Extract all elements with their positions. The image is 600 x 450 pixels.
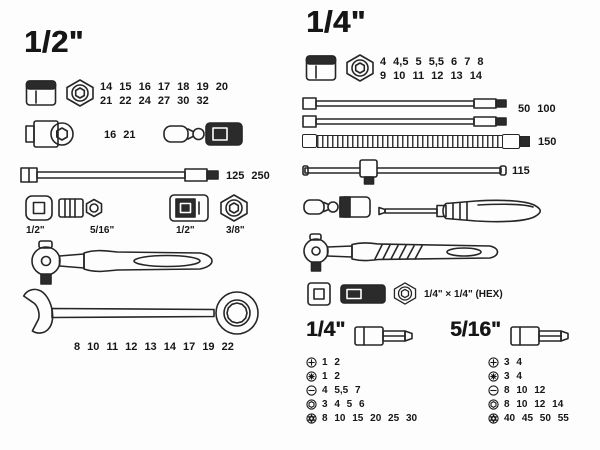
half-extension-bar-illustration <box>20 164 220 186</box>
hex-icon <box>488 399 499 410</box>
half-drive-adapter-illustration <box>168 192 210 224</box>
flex-extension-drive-square <box>520 135 530 147</box>
half-deep-socket-sizes: 16 21 <box>104 129 136 141</box>
bit-sizes: 8 10 12 14 <box>504 399 564 410</box>
quarter-hex-socket-illustration <box>344 53 376 83</box>
half-socket-illustration <box>24 78 58 108</box>
bit-sizes: 3 4 <box>504 357 522 368</box>
quarter-sliding-tbar-illustration <box>302 155 507 185</box>
quarter-socket-illustration <box>304 53 338 83</box>
half-universal-joint-illustration <box>162 114 246 154</box>
quarter-flex-extension-size: 150 <box>538 136 557 148</box>
bit-list-five-sixteenth: 3 4 3 4 8 10 12 8 10 12 14 40 45 50 55 <box>488 357 569 427</box>
flex-extension-right-cap <box>502 133 520 149</box>
bit-sizes: 8 10 12 <box>504 385 546 396</box>
quarter-socket-adapter-illustration <box>340 283 386 305</box>
flex-extension-ribbed-shaft <box>317 134 502 148</box>
bit-row: 1 2 <box>306 357 417 368</box>
quarter-extension-bar-2-illustration <box>302 114 510 129</box>
quarter-tbar-size: 115 <box>512 165 530 177</box>
quarter-hex-adapter-illustration <box>392 281 418 306</box>
bit-row: 40 45 50 55 <box>488 413 569 424</box>
bit-row: 8 10 12 14 <box>488 399 569 410</box>
quarter-extension-bar-1-illustration <box>302 96 510 111</box>
bit-row: 4 5,5 7 <box>306 385 417 396</box>
bits-title-five-sixteenth: 5/16" <box>450 318 501 341</box>
bit-sizes: 40 45 50 55 <box>504 413 569 424</box>
bits-title-quarter: 1/4" <box>306 318 346 341</box>
bit-sizes: 3 4 <box>504 371 522 382</box>
wrench-sizes: 8 10 11 12 13 14 17 19 22 <box>74 341 234 353</box>
section-title-half-inch: 1/2" <box>24 24 84 59</box>
bit-sizes: 8 10 15 20 25 30 <box>322 413 418 424</box>
bit-row: 1 2 <box>306 371 417 382</box>
pozidriv-icon <box>306 371 317 382</box>
quarter-square-adapter-illustration <box>306 281 332 307</box>
half-hex-socket-illustration <box>64 78 96 108</box>
quarter-universal-joint-illustration <box>302 189 374 225</box>
bit-list-quarter: 1 2 1 2 4 5,5 7 3 4 5 6 8 10 15 20 25 30 <box>306 357 417 427</box>
adapter-label-1: 1/2" <box>26 225 45 236</box>
bit-row: 8 10 15 20 25 30 <box>306 413 417 424</box>
torx-icon <box>306 413 317 424</box>
half-bit-adapter-illustration <box>58 194 104 222</box>
bit-row: 3 4 <box>488 371 569 382</box>
bit-row: 3 4 <box>488 357 569 368</box>
flex-extension-left-cap <box>302 134 317 148</box>
bit-sizes: 1 2 <box>322 357 340 368</box>
quarter-socket-sizes-line1: 4 4,5 5 5,5 6 7 8 <box>380 56 484 68</box>
quarter-spinner-handle-illustration <box>378 195 546 227</box>
half-socket-sizes-line2: 21 22 24 27 30 32 <box>100 95 209 107</box>
torx-icon <box>488 413 499 424</box>
bit-sizes: 1 2 <box>322 371 340 382</box>
combination-wrench-illustration <box>14 288 269 338</box>
quarter-socket-sizes-line2: 9 10 11 12 13 14 <box>380 70 482 82</box>
slotted-icon <box>306 385 317 396</box>
bit-sizes: 4 5,5 7 <box>322 385 361 396</box>
adapter-label-2: 5/16" <box>90 225 115 236</box>
quarter-flexible-extension-illustration <box>302 133 530 149</box>
slotted-icon <box>488 385 499 396</box>
quarter-adapter-label: 1/4" × 1/4" (HEX) <box>424 289 503 300</box>
phillips-icon <box>488 357 499 368</box>
five-sixteenth-bit-holder-illustration <box>510 325 574 347</box>
adapter-label-4: 3/8" <box>226 225 245 236</box>
half-hex-adapter-illustration <box>218 193 250 223</box>
quarter-ratchet-illustration <box>296 233 504 273</box>
half-deep-socket-illustration <box>24 116 74 152</box>
bit-row: 8 10 12 <box>488 385 569 396</box>
bit-row: 3 4 5 6 <box>306 399 417 410</box>
phillips-icon <box>306 357 317 368</box>
half-socket-sizes-line1: 14 15 16 17 18 19 20 <box>100 81 228 93</box>
quarter-extension-sizes: 50 100 <box>518 103 556 115</box>
quarter-bit-holder-illustration <box>354 325 418 347</box>
bit-sizes: 3 4 5 6 <box>322 399 365 410</box>
half-square-adapter-illustration <box>24 194 54 222</box>
half-ratchet-illustration <box>22 240 222 286</box>
section-title-quarter-inch: 1/4" <box>306 4 366 39</box>
pozidriv-icon <box>488 371 499 382</box>
hex-icon <box>306 399 317 410</box>
half-extension-sizes: 125 250 <box>226 170 270 182</box>
adapter-label-3: 1/2" <box>176 225 195 236</box>
